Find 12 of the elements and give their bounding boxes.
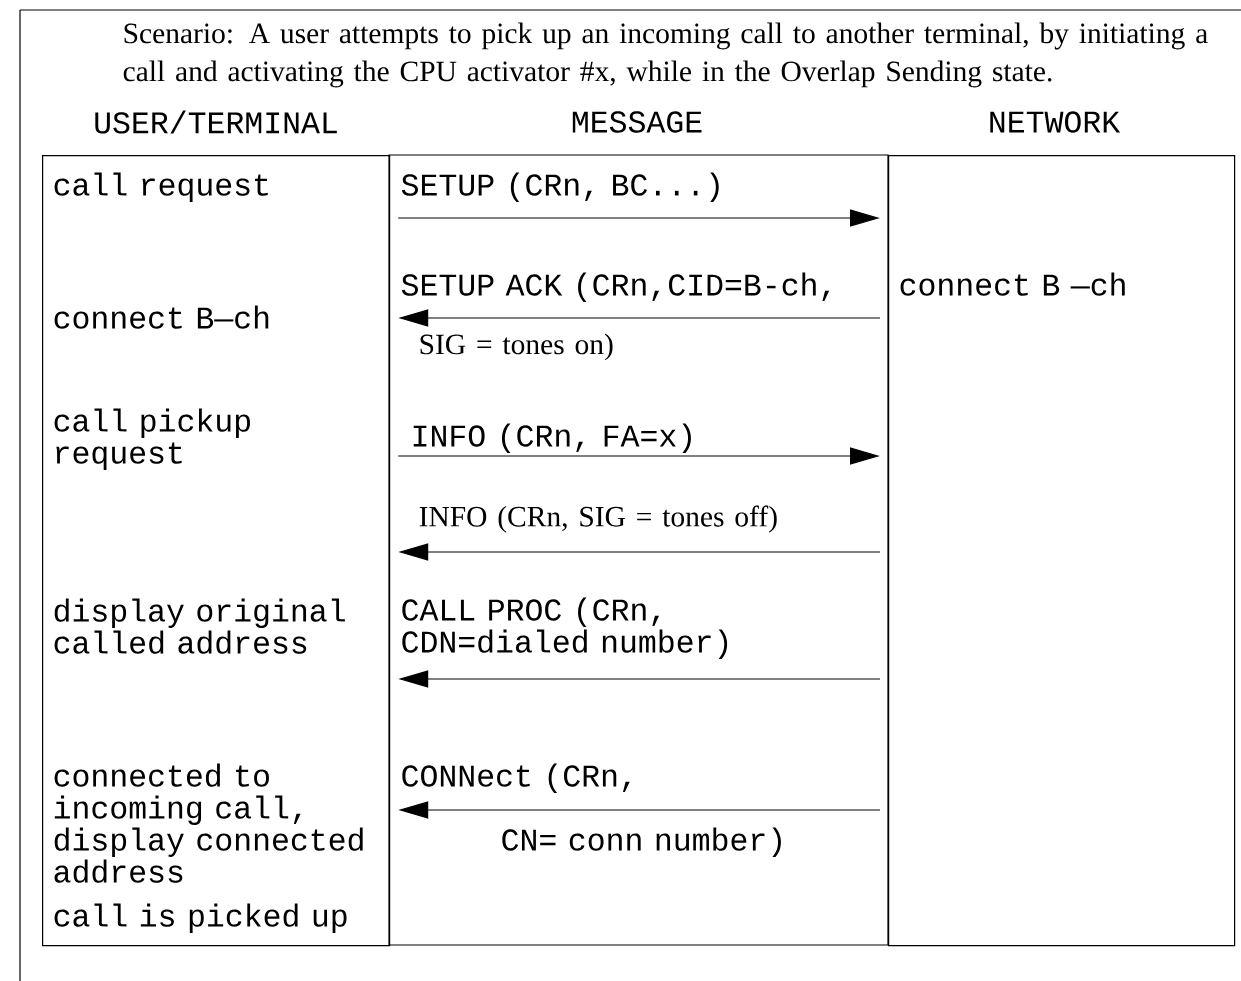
edge-label: SETUP ACK (CRn,CID=B-ch,	[401, 272, 830, 302]
edge-label: INFO (CRn, SIG = tones off)	[419, 505, 777, 533]
column-header: MESSAGE	[572, 111, 702, 133]
message-text: SIG = tones on)	[420, 333, 613, 361]
edge-label: CALL PROC (CRn, CDN=dialed number)	[402, 597, 728, 659]
message-text: CN= conn number)	[502, 827, 781, 857]
edge-label: SETUP (CRn, BC...)	[401, 172, 719, 202]
scenario-text: Scenario: A user attempts to pick up an incoming call to another terminal, by initiating a call and activating the CPU activator #x, while in the Overlap Sending state.	[123, 22, 1208, 88]
column-box: connect B —ch	[888, 155, 1236, 947]
edge-label: CONNect (CRn,	[402, 763, 630, 793]
column-box: call request connect B—ch call pickup request display original called address connected to incoming call, display connected address call is picked up	[42, 155, 391, 947]
edge-label: INFO (CRn, FA=x)	[413, 423, 691, 453]
